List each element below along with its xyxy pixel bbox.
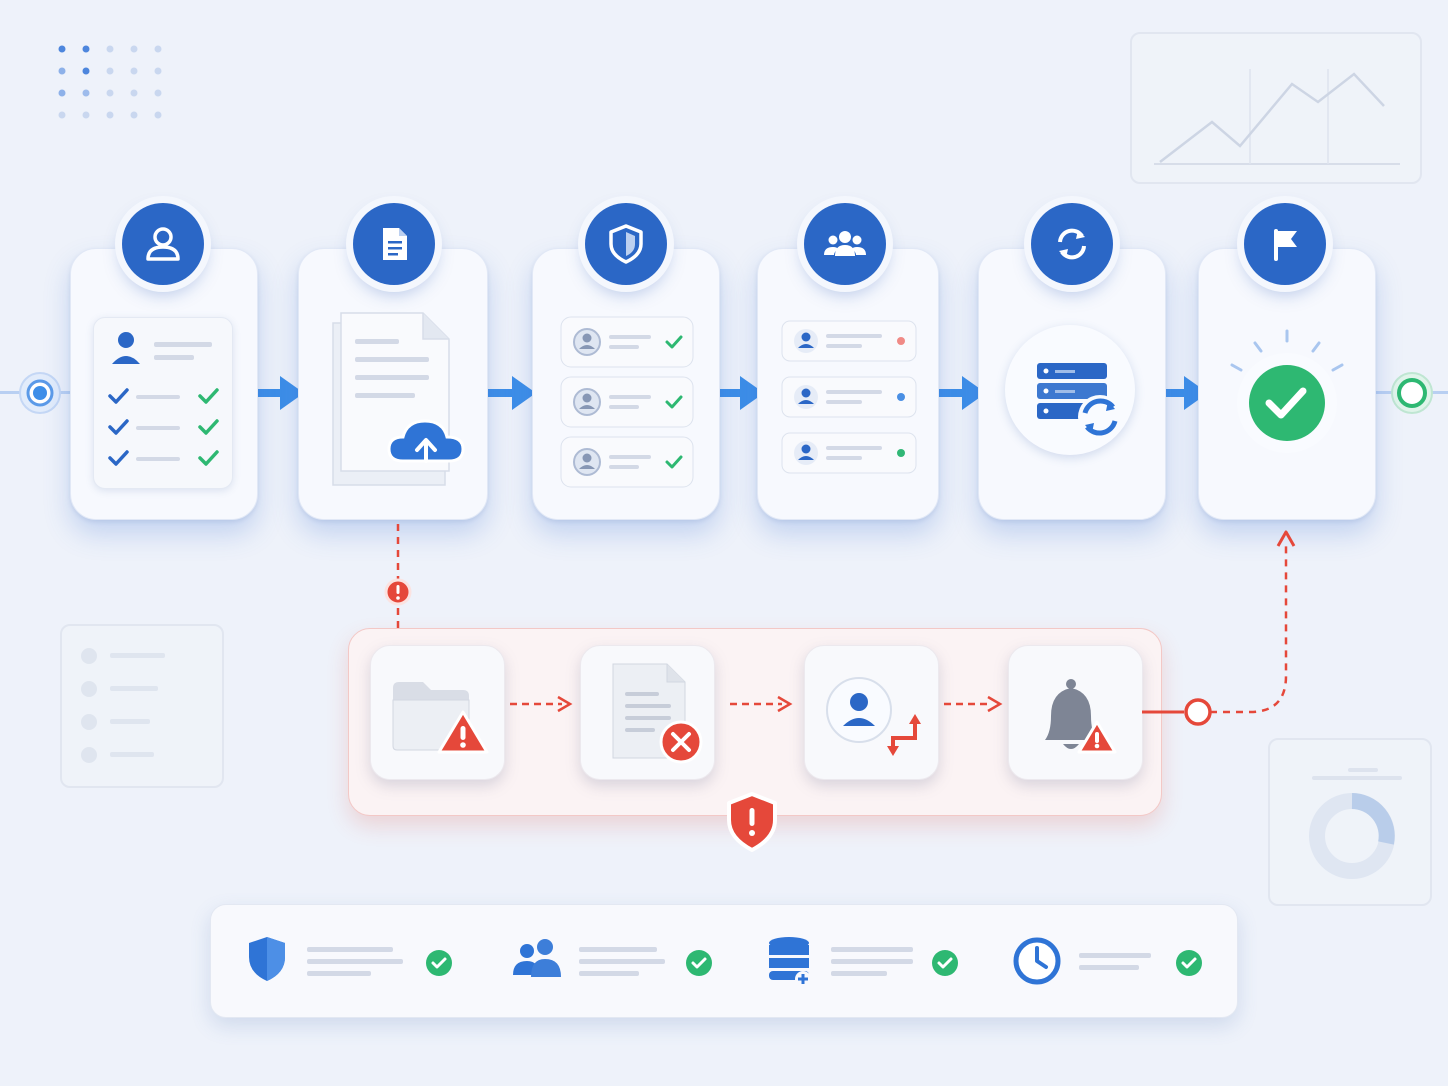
user-reassign-icon [826,677,921,756]
user-status-list [781,320,917,474]
summary-item-team [509,931,729,991]
error-arrow [730,695,793,713]
database-sync [1005,325,1135,455]
summary-bar [210,904,1238,1018]
success-check [1230,329,1344,453]
folder-warning-icon [392,682,489,754]
error-tile-notify[interactable] [1008,645,1143,780]
step-card-documents[interactable] [298,248,488,520]
shield-alert-icon [727,792,777,852]
shield-icon [585,203,667,285]
bell-warning-icon [1045,679,1117,754]
error-arrow [510,695,573,713]
user-icon [122,203,204,285]
error-tile-missing-files[interactable] [370,645,505,780]
step-card-verification[interactable] [532,248,720,520]
step-card-registration[interactable] [70,248,258,520]
document-upload [332,312,465,486]
document-icon [353,203,435,285]
error-arrow [944,695,1003,713]
start-node [19,372,61,414]
document-error-icon [612,663,703,764]
step-card-sync[interactable] [978,248,1166,520]
error-branch-connector [384,524,412,640]
error-tile-reassign[interactable] [804,645,939,780]
sync-icon [1031,203,1113,285]
flow-arrow [478,376,536,410]
summary-item-time [1011,931,1221,991]
summary-item-data [761,931,981,991]
step-card-complete[interactable] [1198,248,1376,520]
dot-grid-decoration [58,45,162,119]
error-tile-invalid-document[interactable] [580,645,715,780]
flag-icon [1244,203,1326,285]
line-chart-decoration [1130,32,1422,184]
summary-item-security [241,931,461,991]
team-icon [804,203,886,285]
list-decoration [60,624,224,788]
verified-users-list [560,316,694,488]
step-card-team[interactable] [757,248,939,520]
donut-chart-decoration [1268,738,1432,906]
checklist-form [93,317,233,489]
recovery-path [1142,530,1296,726]
end-node [1391,372,1433,414]
